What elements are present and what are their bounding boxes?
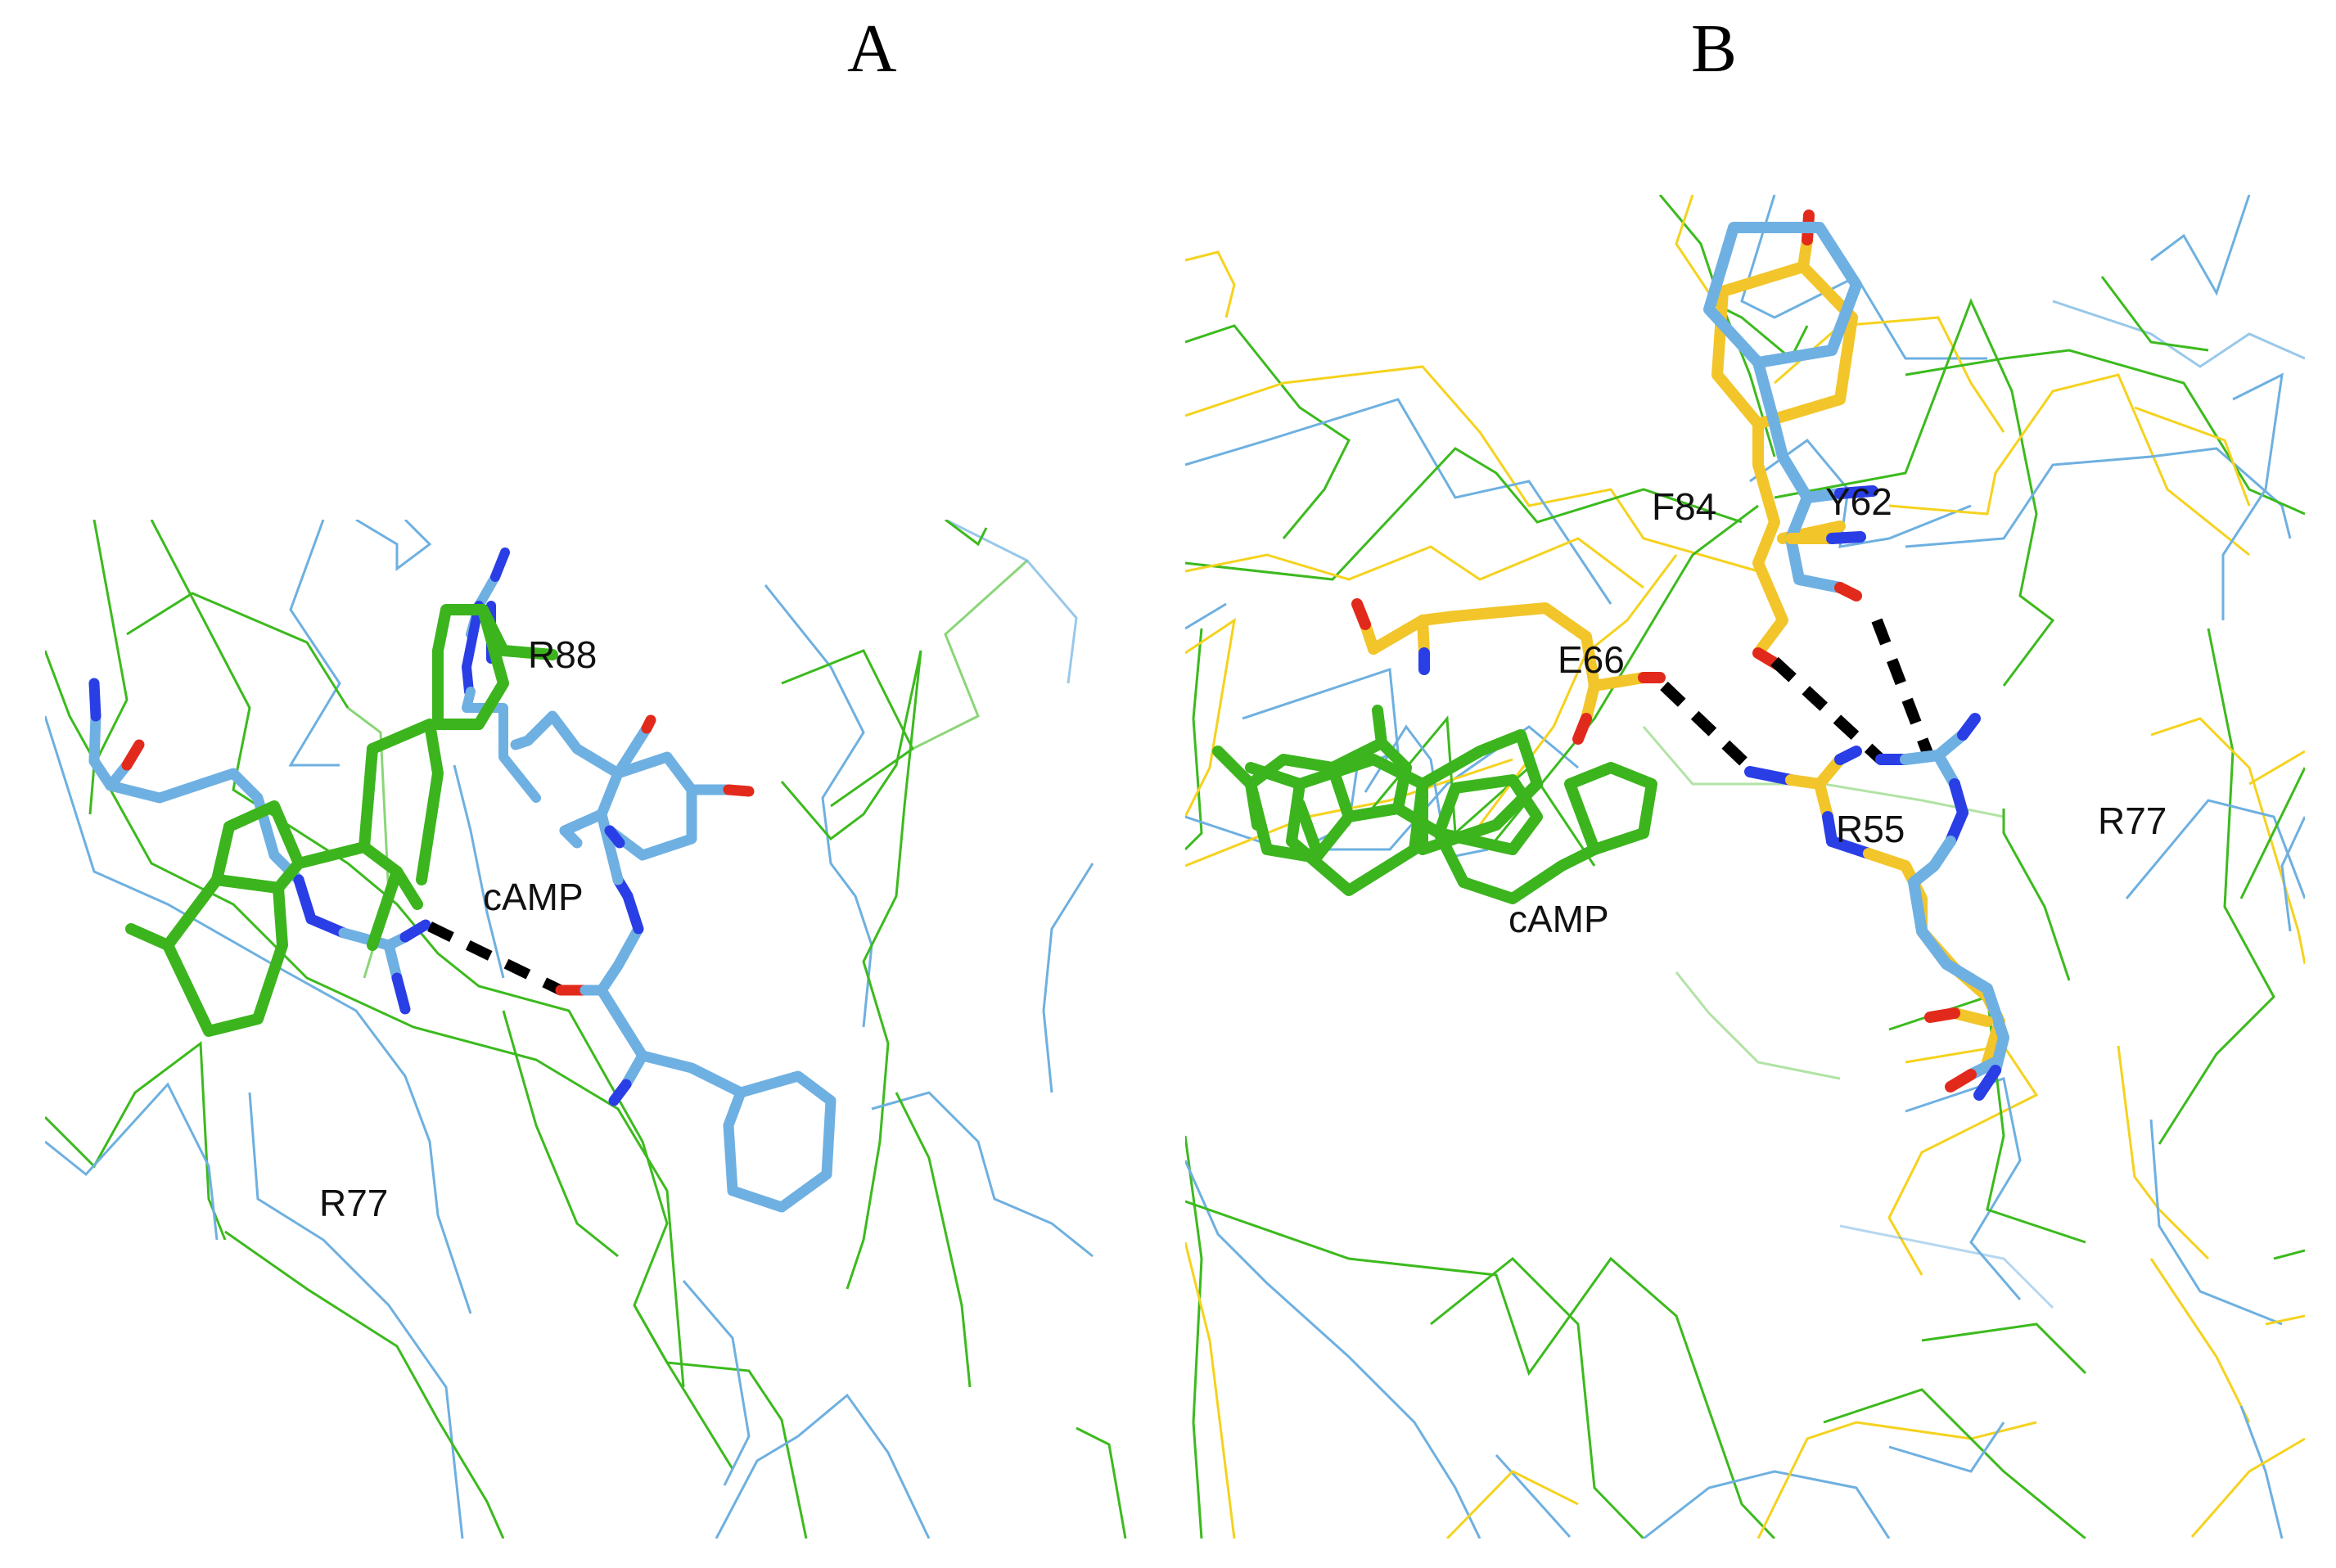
residue-r77-a bbox=[88, 678, 431, 1015]
label-r55: R55 bbox=[1836, 808, 1905, 850]
residue-r55-r77 bbox=[1744, 713, 2009, 1101]
label-r88: R88 bbox=[528, 633, 598, 676]
label-r77-b: R77 bbox=[2098, 800, 2167, 842]
label-f84: F84 bbox=[1652, 485, 1717, 528]
label-camp-a: cAMP bbox=[483, 876, 584, 918]
backbone-traces-a bbox=[45, 520, 1127, 1539]
hbond-a bbox=[427, 921, 563, 995]
residue-e66 bbox=[1351, 598, 1666, 745]
panel-letter-b: B bbox=[1691, 11, 1738, 87]
label-camp-b: cAMP bbox=[1508, 898, 1609, 940]
label-r77-a: R77 bbox=[319, 1182, 389, 1224]
panel-letter-a: A bbox=[847, 11, 897, 87]
label-y62: Y62 bbox=[1825, 480, 1892, 523]
backbone-traces-b bbox=[1185, 195, 2305, 1539]
camp-ligand-a bbox=[125, 604, 558, 1037]
residue-y62-f84 bbox=[1703, 210, 1878, 671]
camp-ligand-b-main bbox=[1245, 729, 1543, 896]
panel-b-molecule-render bbox=[1185, 195, 2305, 1539]
panel-a-molecule-render bbox=[45, 520, 1127, 1539]
residue-chain-right-a bbox=[510, 710, 837, 1213]
panel-a-structure: R88 cAMP R77 bbox=[45, 520, 1142, 1539]
label-e66: E66 bbox=[1558, 638, 1625, 681]
hbonds-b bbox=[1660, 618, 1936, 773]
panel-b-structure: F84 Y62 E66 R55 R77 cAMP bbox=[1185, 195, 2305, 1539]
camp-ligand-b bbox=[1212, 705, 1657, 904]
